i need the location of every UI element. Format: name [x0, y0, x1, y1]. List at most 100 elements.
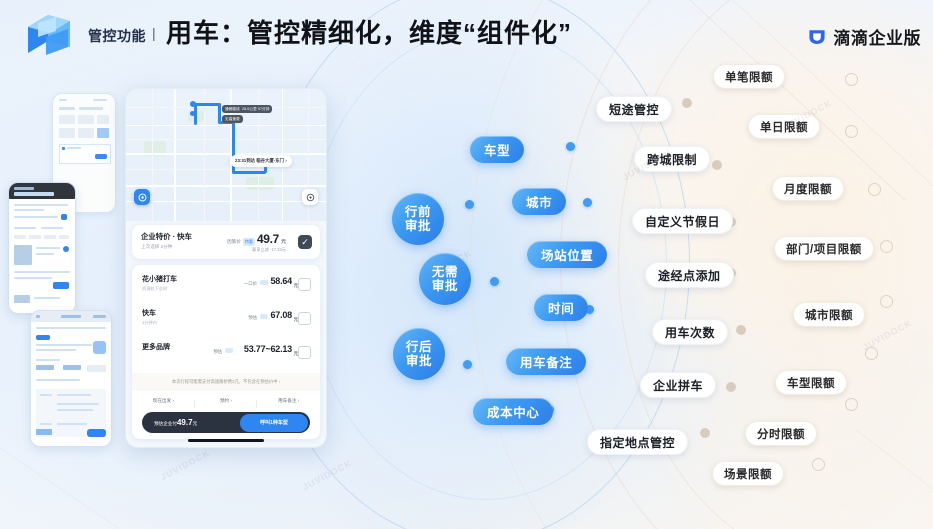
table-row[interactable]: 快车 1分钟内 预估 67.08 元: [132, 303, 320, 333]
phone-mockup-middle: [8, 182, 76, 314]
ride-options-list: 花小猪打车 资源较下总时 一口价 58.64 元 快车 1分钟内 预估 67.0…: [132, 265, 320, 439]
map-eta-chip[interactable]: 23:31到达 稻谷大厦-东门 ›: [230, 155, 292, 167]
node-label-line2: 审批: [431, 279, 459, 293]
connector-dot: [465, 200, 474, 209]
table-row[interactable]: 更多品牌 预估 53.77~62.13 元: [132, 337, 320, 367]
connector-ring: [865, 347, 878, 360]
node-daily-limit[interactable]: 单日限额: [748, 114, 820, 139]
connector-ring: [812, 458, 825, 471]
option-tabs: 现在出发 › 预约 › 用车备注 ›: [132, 393, 320, 409]
node-label-line1: 行前: [404, 205, 432, 219]
row-name: 花小猪打车: [142, 276, 177, 283]
node-short-trip-control[interactable]: 短途管控: [596, 96, 673, 122]
connector-dot: [585, 305, 594, 314]
node-monthly-limit[interactable]: 月度限额: [772, 176, 844, 201]
row-unit: 元: [293, 283, 298, 288]
locate-icon[interactable]: [134, 189, 150, 205]
tab-depart-now[interactable]: 现在出发 ›: [132, 398, 195, 408]
row-name: 更多品牌: [142, 344, 170, 351]
node-car-type-limit[interactable]: 车型限额: [775, 370, 847, 395]
header-kicker: 管控功能: [88, 28, 146, 44]
connector-dot: [736, 325, 746, 335]
node-cross-city-limit[interactable]: 跨城限制: [634, 146, 711, 172]
node-single-order-limit[interactable]: 单笔限额: [713, 64, 785, 89]
map-nohighway-chip: 无高速费: [222, 115, 243, 124]
node-no-approval[interactable]: 无需 审批: [419, 253, 471, 305]
cta-estimate: 预估企业付49.7元: [154, 418, 198, 427]
price-card-amount-group: 因策价 特惠 49.7 元: [227, 232, 286, 246]
price-badge: 特惠: [242, 238, 255, 246]
node-city-limit[interactable]: 城市限额: [793, 302, 865, 327]
tab-reserve[interactable]: 预约 ›: [195, 398, 258, 408]
row-checkbox[interactable]: [298, 346, 311, 359]
fare-note[interactable]: 本次行程可能需支付高速路桥费2元，不包含在预估价中 ›: [132, 373, 320, 391]
node-label-line1: 行后: [405, 340, 433, 354]
layers-icon[interactable]: [302, 189, 318, 205]
price-card-subtitle: 上次选择 2分钟: [141, 244, 173, 249]
tab-ride-remark[interactable]: 用车备注 ›: [278, 398, 300, 403]
connector-ring: [868, 183, 881, 196]
didi-shield-icon: [808, 29, 825, 44]
node-city[interactable]: 城市: [512, 188, 567, 215]
row-checkbox[interactable]: [298, 278, 311, 291]
phone-mockup-bottom: [30, 310, 112, 447]
header-separator: |: [152, 25, 156, 41]
node-label-line1: 无需: [431, 265, 459, 279]
row-checkbox[interactable]: [298, 312, 311, 325]
node-time[interactable]: 时间: [534, 294, 589, 321]
node-department-project-limit[interactable]: 部门/项目限额: [774, 236, 874, 261]
node-waypoint-add[interactable]: 途经点添加: [645, 262, 734, 288]
connector-ring: [880, 295, 893, 308]
row-unit: 元: [293, 351, 298, 356]
connector-dot: [726, 382, 736, 392]
enterprise-price-card[interactable]: 企业特价 · 快车 上次选择 2分钟 因策价 特惠 49.7 元 尊享立减 -1…: [132, 225, 320, 259]
node-time-slot-limit[interactable]: 分时限额: [745, 421, 817, 446]
check-icon[interactable]: ✓: [298, 235, 312, 249]
map-traffic-chip: 通畅路线 28.6公里 57分钟: [222, 105, 273, 114]
node-label-line2: 审批: [405, 354, 433, 368]
fare-note-text: 本次行程可能需支付高速路桥费2元，不包含在预估价中 ›: [171, 379, 281, 384]
node-ride-remark[interactable]: 用车备注: [506, 348, 587, 375]
node-scenario-limit[interactable]: 场景限额: [712, 461, 784, 486]
connector-dot: [490, 277, 499, 286]
connector-dot: [712, 160, 722, 170]
slide-header: 管控功能 | 用车：管控精细化，维度“组件化” 滴滴企业版: [0, 0, 933, 72]
node-car-type[interactable]: 车型: [470, 136, 525, 163]
node-ride-count[interactable]: 用车次数: [652, 319, 729, 345]
connector-ring: [880, 240, 893, 253]
row-name: 快车: [142, 310, 156, 317]
node-designated-location-control[interactable]: 指定地点管控: [587, 429, 689, 455]
table-row[interactable]: 花小猪打车 资源较下总时 一口价 58.64 元: [132, 269, 320, 299]
row-subtitle: 1分钟内: [142, 320, 157, 325]
brand-lockup: 滴滴企业版: [807, 24, 922, 49]
connector-ring: [845, 125, 858, 138]
price-save-text: 尊享立减 -17.33元: [252, 247, 286, 252]
node-cost-center[interactable]: 成本中心: [473, 398, 554, 425]
map-view[interactable]: 通畅路线 28.6公里 57分钟 无高速费 23:31到达 稻谷大厦-东门 ›: [126, 89, 326, 221]
price-card-title: 企业特价 · 快车: [141, 232, 192, 241]
node-pre-trip-approval[interactable]: 行前 审批: [392, 193, 444, 245]
connector-dot: [682, 98, 692, 108]
didi-app-screenshot: 通畅路线 28.6公里 57分钟 无高速费 23:31到达 稻谷大厦-东门 › …: [125, 88, 327, 448]
row-subtitle: 资源较下总时: [142, 286, 168, 291]
call-car-bar: 预估企业付49.7元 呼叫1种车型: [142, 412, 310, 433]
connector-dot: [583, 198, 592, 207]
connector-dot: [700, 428, 710, 438]
row-label: 一口价: [243, 281, 257, 286]
node-custom-holiday[interactable]: 自定义节假日: [632, 208, 734, 234]
call-car-button[interactable]: 呼叫1种车型: [240, 413, 308, 432]
node-station-location[interactable]: 场站位置: [527, 241, 608, 268]
node-enterprise-carpool[interactable]: 企业拼车: [640, 372, 717, 398]
row-label: 预估: [248, 315, 257, 320]
row-unit: 元: [293, 317, 298, 322]
connector-dot: [566, 142, 575, 151]
home-indicator: [188, 439, 264, 442]
brand-name: 滴滴企业版: [833, 29, 921, 48]
row-amount: 67.08: [270, 310, 292, 320]
connector-ring: [845, 398, 858, 411]
node-post-trip-approval[interactable]: 行后 审批: [393, 328, 445, 380]
row-amount: 53.77~62.13: [243, 344, 292, 354]
row-label: 预估: [213, 349, 222, 354]
row-amount: 58.64: [270, 276, 292, 286]
node-label-line2: 审批: [404, 219, 432, 233]
